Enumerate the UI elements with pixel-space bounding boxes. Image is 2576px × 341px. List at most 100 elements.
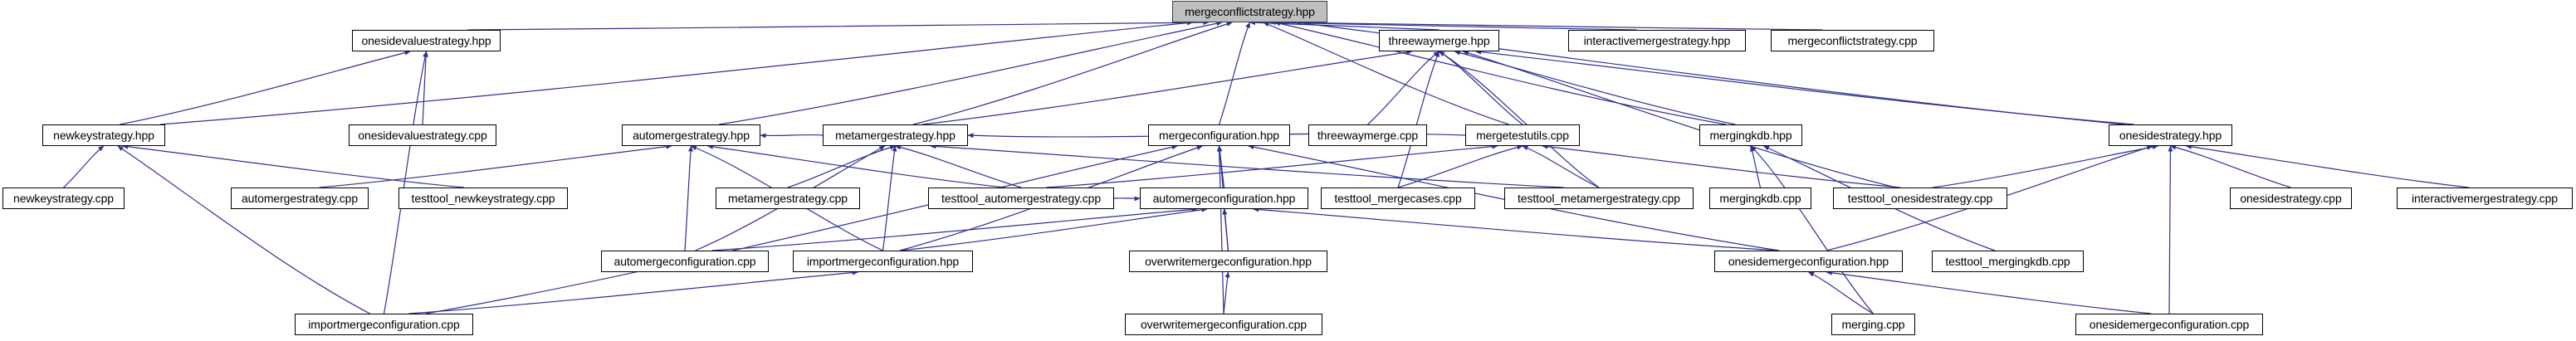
graph-node-n22[interactable]: mergingkdb.cpp (1709, 188, 1811, 209)
graph-edge (1223, 271, 1230, 314)
graph-node-n34[interactable]: onesidemergeconfiguration.cpp (2075, 314, 2263, 335)
graph-edge (1222, 208, 1229, 251)
graph-edge (63, 145, 105, 188)
graph-node-n27[interactable]: importmergeconfiguration.hpp (793, 251, 973, 272)
graph-edge (1397, 144, 1523, 188)
graph-node-n13[interactable]: onesidestrategy.hpp (2109, 124, 2232, 146)
graph-node-n25[interactable]: interactivemergestrategy.cpp (2397, 188, 2573, 209)
graph-node-n5[interactable]: newkeystrategy.hpp (42, 124, 165, 146)
graph-node-label: testtool_metamergestrategy.cpp (1518, 192, 1680, 205)
graph-edge (1269, 20, 1637, 31)
graph-node-n28[interactable]: overwritemergeconfiguration.hpp (1129, 251, 1327, 272)
graph-node-label: mergeconflictstrategy.cpp (1787, 34, 1918, 47)
graph-edge (899, 207, 1208, 251)
graph-node-n3[interactable]: interactivemergestrategy.hpp (1568, 30, 1746, 51)
graph-edge (383, 51, 428, 314)
graph-edge (319, 144, 672, 188)
graph-node-label: testtool_mergingkdb.cpp (1945, 255, 2070, 268)
graph-node-n29[interactable]: onesidemergeconfiguration.hpp (1714, 251, 1903, 272)
graph-node-n32[interactable]: overwritemergeconfiguration.cpp (1125, 314, 1322, 335)
graph-edge (2185, 144, 2470, 188)
graph-edge (706, 144, 1005, 188)
graph-node-n20[interactable]: testtool_mergecases.cpp (1321, 188, 1475, 209)
graph-node-n10[interactable]: threewaymerge.cpp (1308, 124, 1427, 146)
graph-node-label: onesidemergeconfiguration.cpp (2089, 318, 2250, 331)
graph-node-label: importmergeconfiguration.hpp (806, 255, 960, 268)
graph-node-label: threewaymerge.cpp (1317, 129, 1419, 142)
graph-node-label: mergingkdb.cpp (1719, 192, 1801, 205)
graph-edge (422, 51, 429, 125)
graph-node-n0[interactable]: mergeconflictstrategy.hpp (1172, 1, 1327, 22)
graph-node-n6[interactable]: onesidevaluestrategy.cpp (349, 124, 496, 146)
graph-edge (1462, 51, 1897, 188)
graph-node-label: testtool_mergecases.cpp (1334, 192, 1462, 205)
graph-node-label: automergeconfiguration.cpp (613, 255, 756, 268)
graph-node-label: metamergestrategy.cpp (728, 192, 848, 205)
graph-edge (912, 22, 1233, 125)
graph-node-n4[interactable]: mergeconflictstrategy.cpp (1771, 30, 1934, 51)
graph-node-n16[interactable]: testtool_newkeystrategy.cpp (398, 188, 568, 209)
graph-edge (1542, 144, 1901, 188)
graph-node-label: merging.cpp (1841, 318, 1905, 331)
graph-edge (425, 144, 1178, 314)
graph-node-label: automergestrategy.cpp (241, 192, 359, 205)
graph-edge (1808, 271, 1874, 314)
graph-edge (1454, 50, 1736, 125)
graph-edge (882, 145, 897, 251)
graph-edge (930, 144, 1564, 188)
graph-edge (159, 20, 1193, 125)
graph-edge (2170, 144, 2291, 188)
graph-edge (1217, 145, 1225, 188)
graph-edge (122, 144, 465, 188)
graph-node-label: interactivemergestrategy.hpp (1583, 34, 1731, 47)
graph-node-label: automergestrategy.hpp (633, 129, 750, 142)
graph-node-n15[interactable]: automergestrategy.cpp (231, 188, 369, 209)
graph-node-label: onesidevaluestrategy.hpp (361, 34, 491, 47)
graph-node-label: onesidestrategy.cpp (2240, 192, 2342, 205)
graph-node-label: testtool_newkeystrategy.cpp (411, 192, 555, 205)
graph-node-n31[interactable]: importmergeconfiguration.cpp (295, 314, 473, 335)
graph-node-label: automergeconfiguration.hpp (1152, 192, 1296, 205)
graph-node-n21[interactable]: testtool_metamergestrategy.cpp (1504, 188, 1694, 209)
graph-node-n19[interactable]: automergeconfiguration.hpp (1140, 188, 1308, 209)
graph-edge (1522, 145, 1600, 188)
graph-edge (1439, 51, 1523, 125)
graph-node-n18[interactable]: testtool_automergestrategy.cpp (928, 188, 1114, 209)
graph-node-n33[interactable]: merging.cpp (1831, 314, 1915, 335)
graph-node-label: newkeystrategy.hpp (53, 129, 154, 142)
graph-node-label: overwritemergeconfiguration.cpp (1140, 318, 1307, 331)
graph-node-n12[interactable]: mergingkdb.hpp (1699, 124, 1802, 146)
graph-edge (1216, 145, 1224, 314)
graph-node-label: threewaymerge.hpp (1388, 34, 1490, 47)
graph-node-n1[interactable]: onesidevaluestrategy.hpp (352, 30, 501, 51)
graph-edge (922, 49, 1413, 125)
graph-node-n11[interactable]: mergetestutils.cpp (1465, 124, 1580, 146)
graph-node-label: metamergestrategy.hpp (835, 129, 956, 142)
graph-node-n2[interactable]: threewaymerge.hpp (1379, 30, 1499, 51)
graph-node-n9[interactable]: mergeconfiguration.hpp (1148, 124, 1290, 146)
graph-edge (1367, 51, 1440, 125)
graph-edge (467, 20, 1210, 31)
graph-node-n24[interactable]: onesidestrategy.cpp (2230, 188, 2352, 209)
graph-edge (1475, 49, 2134, 125)
graph-node-n23[interactable]: testtool_onesidestrategy.cpp (1833, 188, 2007, 209)
graph-node-n26[interactable]: automergeconfiguration.cpp (601, 251, 769, 272)
graph-node-label: onesidemergeconfiguration.hpp (1728, 255, 1889, 268)
graph-edge (1249, 20, 1440, 31)
graph-node-n14[interactable]: newkeystrategy.cpp (2, 188, 125, 209)
graph-edge (1750, 145, 1874, 314)
graph-edge (120, 50, 411, 125)
graph-node-label: mergeconfiguration.hpp (1159, 129, 1279, 142)
graph-node-label: onesidestrategy.hpp (2119, 129, 2222, 142)
graph-edge (684, 145, 693, 251)
graph-edge (760, 133, 824, 139)
graph-node-n7[interactable]: automergestrategy.hpp (622, 124, 760, 146)
graph-node-n17[interactable]: metamergestrategy.cpp (716, 188, 860, 209)
graph-node-label: overwritemergeconfiguration.hpp (1145, 255, 1312, 268)
graph-node-n30[interactable]: testtool_mergingkdb.cpp (1932, 251, 2084, 272)
graph-node-label: mergetestutils.cpp (1476, 129, 1569, 142)
graph-node-label: importmergeconfiguration.cpp (308, 318, 460, 331)
graph-node-label: testtool_automergestrategy.cpp (941, 192, 1102, 205)
graph-node-label: newkeystrategy.cpp (13, 192, 114, 205)
graph-node-n8[interactable]: metamergestrategy.hpp (823, 124, 968, 146)
